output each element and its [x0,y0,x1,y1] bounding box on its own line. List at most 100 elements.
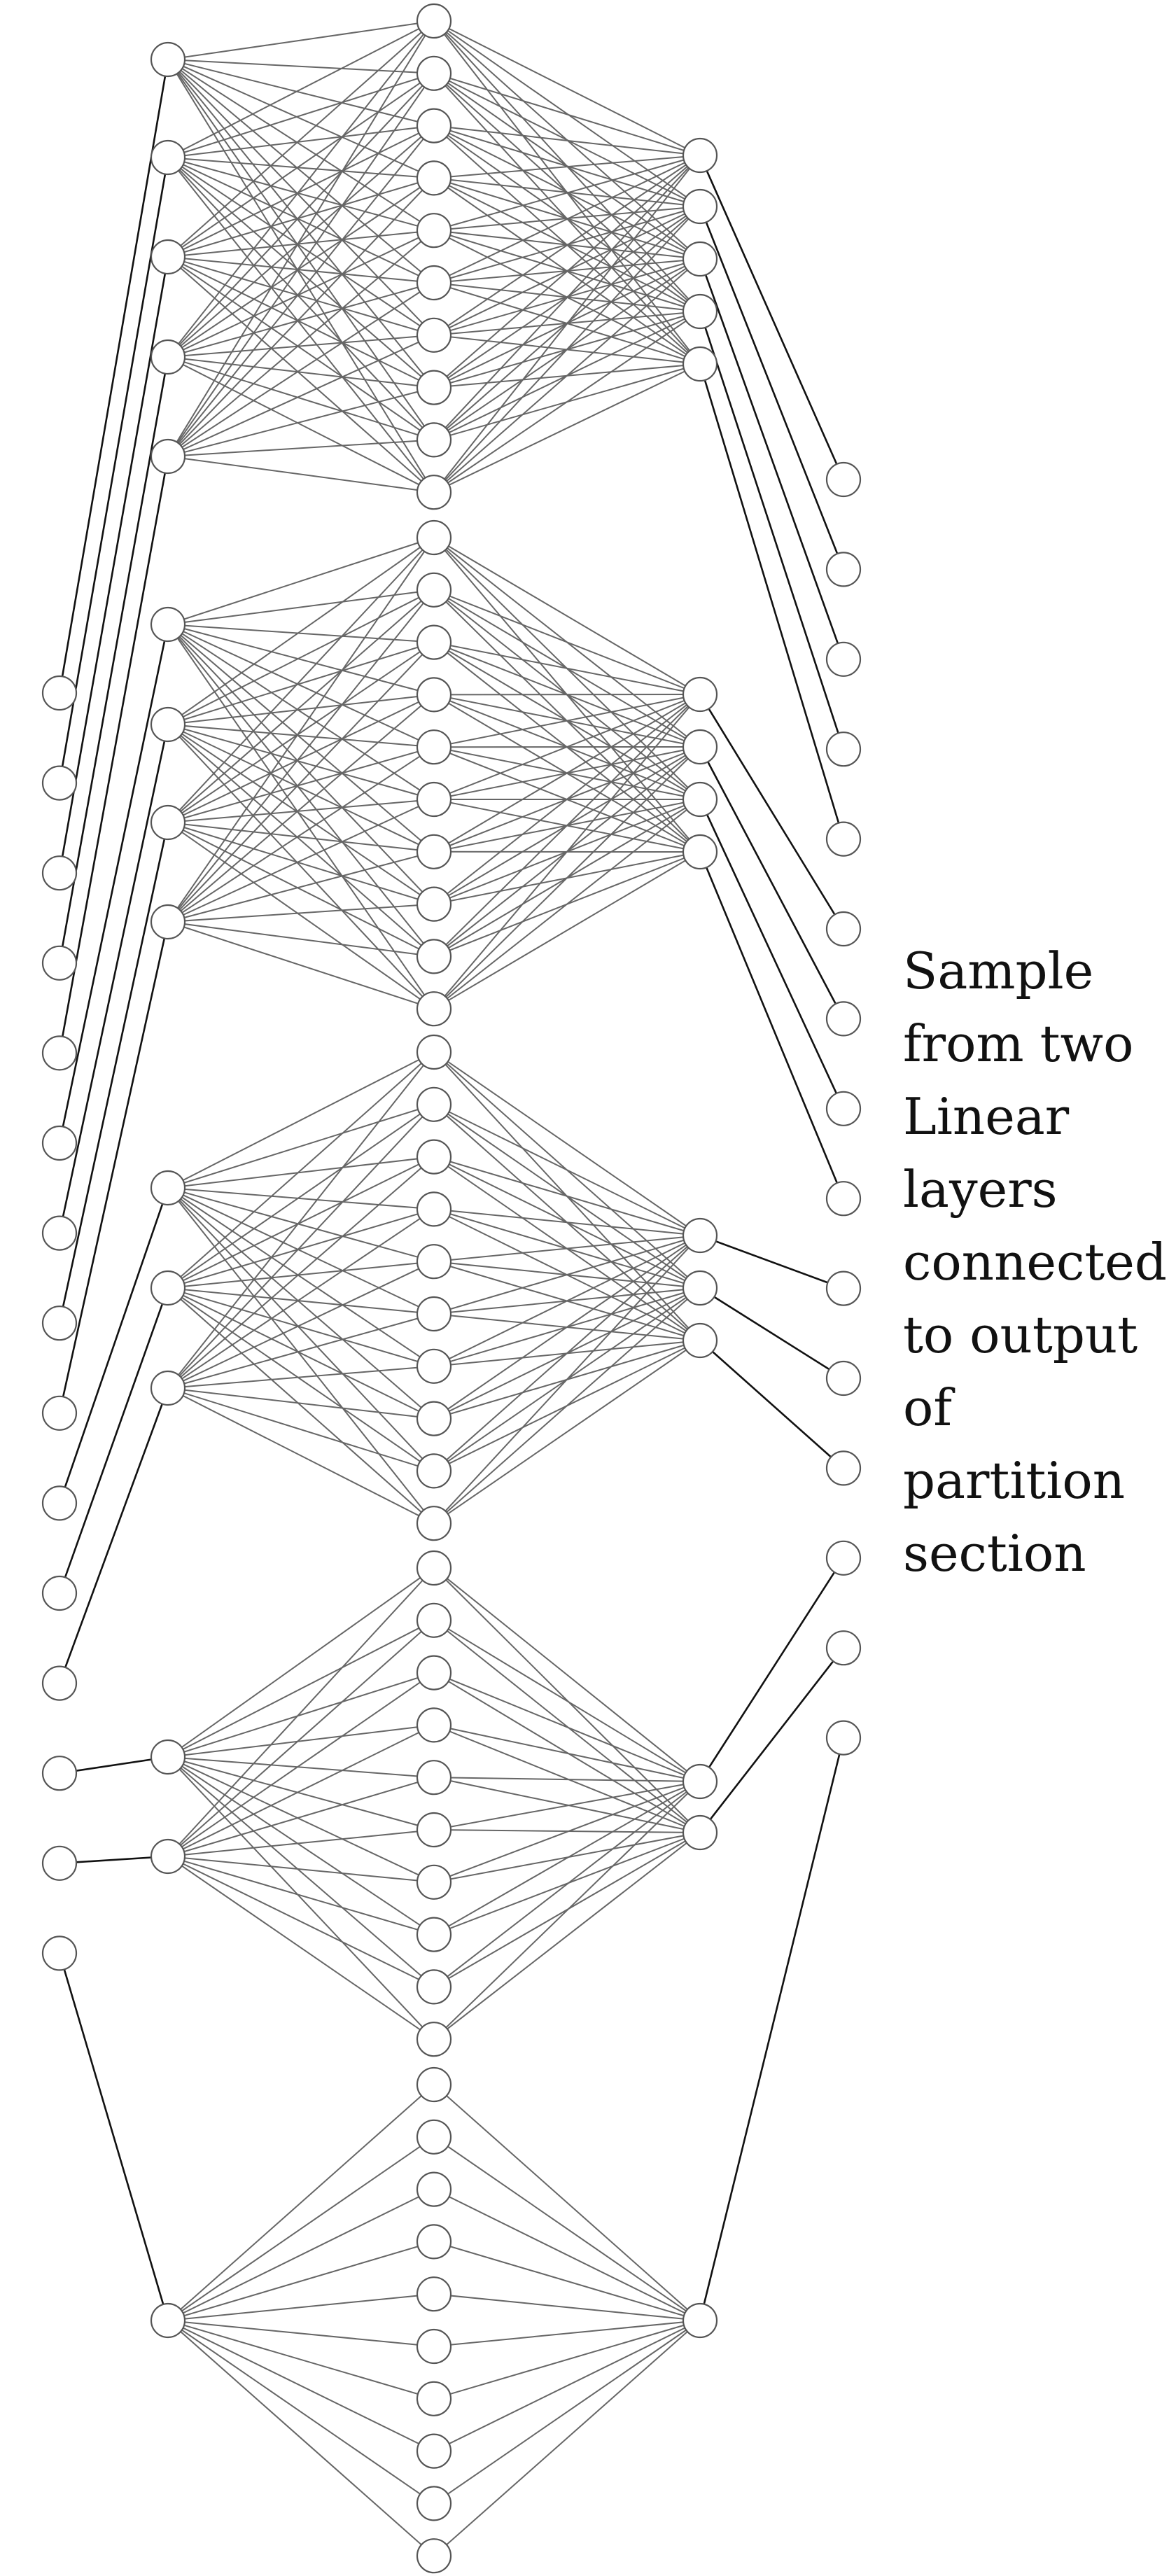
dense-edge [167,73,435,358]
hidden-node [416,1864,452,1900]
dense-edge [433,155,701,336]
hidden-node [416,265,452,301]
dense-edge [433,258,701,493]
dense-edge [167,1829,435,1857]
output-node [825,552,862,587]
dense-edge [433,1781,701,2040]
dense-edge [433,1235,701,1263]
dense-edge [167,641,435,725]
dense-edge [167,1724,435,1857]
output-node [825,1091,862,1126]
hidden-node [416,213,452,248]
dense-edge [433,2084,701,2321]
dense-edge [433,363,701,493]
dense-edge [167,1187,435,1472]
dense-edge [167,125,435,358]
dense-edge [167,1756,435,2040]
link-edges [58,59,845,2321]
caption-line: layers [903,1160,1058,1219]
input-node [41,1575,78,1611]
output-link [699,311,845,750]
hidden-node [416,2276,452,2312]
dense-edge [167,1777,435,1857]
dense-edge [167,356,435,493]
last-layer-node [682,834,718,870]
dense-edge [167,157,435,336]
input-link [59,1756,169,1774]
dense-edge [167,334,435,358]
dense-edge [167,1261,435,1289]
input-link [58,59,169,694]
dense-edge [167,20,435,158]
output-link [699,746,845,1020]
dense-edge [167,1156,435,1389]
dense-edge [167,1756,435,1988]
dense-edge [167,2188,435,2321]
output-node [825,1720,862,1756]
dense-edge [167,1104,435,1389]
dense-edge [167,20,435,258]
input-node [41,1845,78,1881]
hidden-node [416,1086,452,1122]
caption-line: Linear [903,1087,1070,1146]
hidden-node [416,2224,452,2260]
dense-edge [167,125,435,258]
output-node [825,1001,862,1037]
first-layer-node [150,438,186,475]
dense-edge [433,1724,701,1782]
caption-line: to output [903,1306,1138,1364]
hidden-node [416,55,452,91]
caption: Sample from two Linear layers connected … [903,934,1167,1590]
hidden-node [416,1453,452,1489]
dense-edge [433,1235,701,1472]
dense-edge [167,1365,435,1389]
dense-edge [167,72,435,258]
dense-edge [433,1832,701,2040]
dense-edge [433,694,701,748]
hidden-node [416,1348,452,1384]
dense-edge [433,1208,701,1236]
dense-edge [433,2320,701,2505]
dense-edge [433,2320,701,2556]
dense-edge [167,177,435,457]
dense-edge [167,724,435,905]
hidden-node [416,1550,452,1586]
first-layer-node [150,239,186,275]
dense-edge [433,2136,701,2321]
dense-edge [167,1387,435,1525]
nodes [41,3,862,2574]
hidden-node [416,1191,452,1227]
dense-edge [167,1156,435,1189]
dense-edge [167,1187,435,1315]
dense-edge [167,1619,435,1758]
dense-edge [167,724,435,853]
last-layer-node [682,676,718,713]
input-node [41,1395,78,1431]
dense-edge [167,624,435,853]
caption-line: Sample [903,941,1094,1000]
dense-edge [167,59,435,336]
dense-edge [167,1287,435,1367]
first-layer-node [150,606,186,643]
caption-line: from two [903,1014,1134,1073]
output-node [825,821,862,857]
dense-edge [167,256,435,493]
output-link [699,1340,844,1469]
hidden-node [416,781,452,818]
hidden-node [416,624,452,660]
hidden-node [416,991,452,1027]
output-node [825,1540,862,1576]
dense-edge [167,356,435,441]
hidden-node [416,1506,452,1541]
dense-edge [433,155,701,284]
dense-edge [167,1756,435,1830]
first-layer-node [150,1270,186,1306]
first-layer-node [150,1739,186,1775]
dense-edge [167,724,435,958]
dense-edge [167,1756,435,1883]
dense-edge [433,1672,701,1782]
dense-edge [167,59,435,179]
dense-edge [167,724,435,1009]
dense-edge [167,624,435,643]
dense-edge [167,20,435,457]
